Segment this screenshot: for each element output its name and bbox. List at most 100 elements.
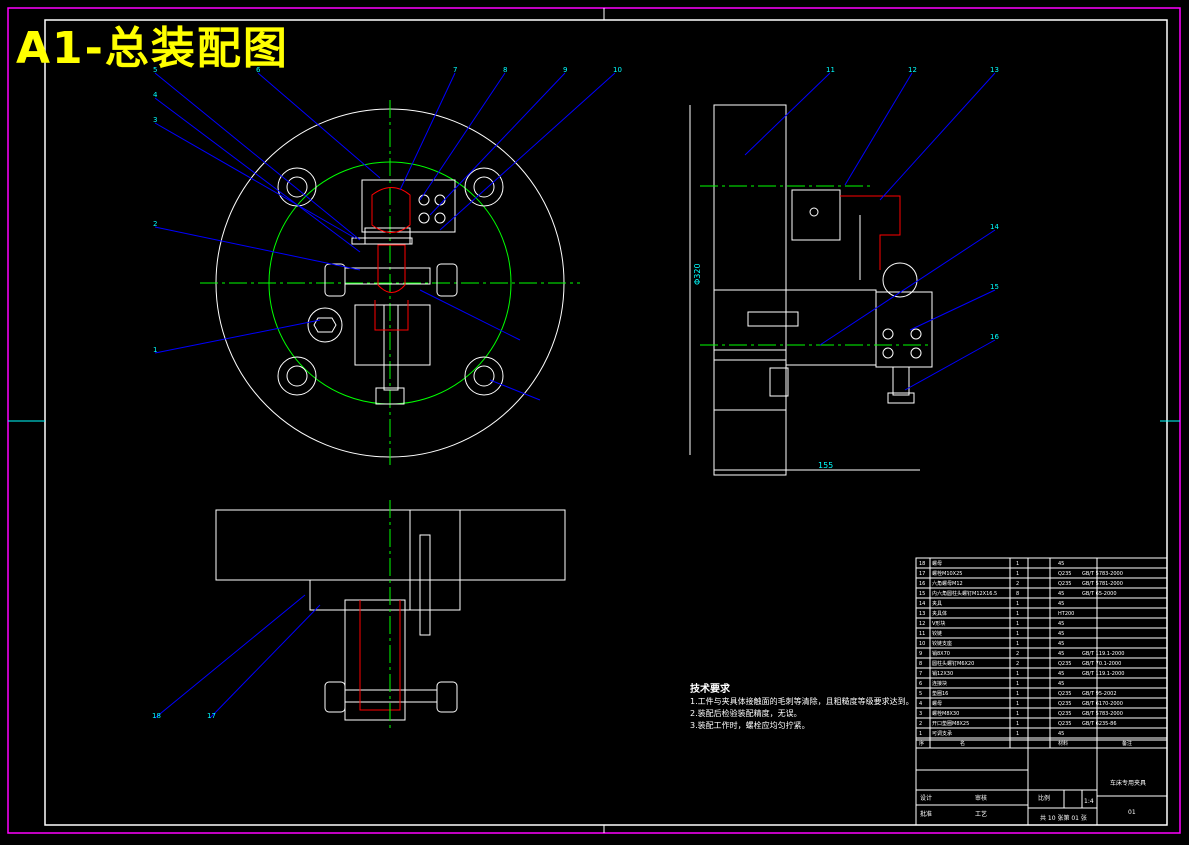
bom-cell-name: 螺栓M8X30 (932, 710, 959, 717)
callout-16: 16 (990, 333, 999, 341)
bom-cell-material: 45 (1058, 601, 1064, 607)
bom-cell-name: 螺母 (932, 560, 942, 567)
bom-cell-name: V形块 (932, 620, 945, 627)
bom-cell-no: 10 (919, 641, 925, 647)
bom-cell-name: 夹具 (932, 600, 942, 607)
callout-12: 12 (908, 66, 917, 74)
link-outline (374, 300, 409, 331)
scale-value: 1:4 (1084, 798, 1094, 805)
side-workpiece (882, 262, 918, 298)
bom-cell-name: 连接块 (932, 680, 947, 687)
bom-cell-qty: 2 (1016, 651, 1019, 657)
bom-cell-name: 螺母 (932, 700, 942, 707)
bom-cell-standard: GB/T 95-2002 (1082, 691, 1117, 697)
bottom-section (409, 509, 461, 611)
bom-cell-qty: 1 (1016, 611, 1019, 617)
clamp-assembly (324, 179, 458, 405)
bom-cell-qty: 2 (1016, 581, 1019, 587)
bom-cell-no: 7 (919, 671, 922, 677)
bom-header-no: 序 (919, 740, 924, 747)
bom-cell-no: 14 (919, 601, 925, 607)
bom-cell-standard: GB/T 119.1-2000 (1082, 651, 1124, 657)
bom-cell-material: Q235 (1058, 711, 1071, 717)
bom-cell-no: 17 (919, 571, 925, 577)
bom-cell-material: Q235 (1058, 721, 1071, 727)
bom-cell-qty: 1 (1016, 711, 1019, 717)
callout-18: 18 (152, 712, 161, 720)
bottom-view (154, 500, 566, 730)
bom-cell-material: Q235 (1058, 701, 1071, 707)
callout-10: 10 (613, 66, 622, 74)
bom-cell-material: HT200 (1058, 611, 1074, 617)
front-leaders (154, 72, 616, 401)
bom-cell-material: 45 (1058, 631, 1064, 637)
bom-cell-no: 3 (919, 711, 922, 717)
technical-requirements: 技术要求 1.工件与夹具体接触面的毛刺等清除，且粗糙度等级要求达到。 2.装配后… (690, 684, 914, 732)
bom-cell-name: 销12X30 (932, 670, 953, 677)
bom-cell-name: 可调支承 (932, 730, 952, 737)
bom-cell-material: 45 (1058, 731, 1064, 737)
side-section-1 (713, 289, 787, 351)
bom-cell-name: 销8X70 (932, 650, 950, 657)
bottom-nut-right (436, 681, 458, 713)
bom-cell-qty: 1 (1016, 631, 1019, 637)
bom-cell-material: 45 (1058, 651, 1064, 657)
side-block (785, 289, 877, 366)
checker-label: 审核 (975, 794, 987, 802)
callout-11: 11 (826, 66, 835, 74)
bom-cell-no: 8 (919, 661, 922, 667)
v-block-outline (371, 187, 411, 233)
bom-cell-qty: 1 (1016, 571, 1019, 577)
bom-cell-no: 18 (919, 561, 925, 567)
bom-cell-name: 螺栓M10X25 (932, 570, 962, 577)
bom-cell-name: 圆柱头螺钉M6X20 (932, 660, 974, 667)
bom-cell-name: 夹具体 (932, 610, 947, 617)
bottom-pin (344, 689, 438, 703)
drawing-number: 01 (1128, 809, 1136, 816)
side-support (892, 366, 910, 396)
bom-header-name: 名 (960, 740, 965, 747)
bom-cell-material: Q235 (1058, 661, 1071, 667)
bottom-screw (419, 534, 431, 636)
bom-header-standard: 备注 (1122, 740, 1132, 747)
tech-item: 2.装配后检验装配精度，无误。 (690, 709, 802, 718)
callout-3: 3 (153, 116, 157, 124)
bom-cell-material: 45 (1058, 681, 1064, 687)
bom-cell-name: 铰链支座 (932, 640, 952, 647)
bom-cell-qty: 1 (1016, 721, 1019, 727)
bom-cell-name: 开口垫圈M8X25 (932, 720, 969, 727)
process-label: 工艺 (975, 810, 987, 818)
bom-cell-no: 11 (919, 631, 925, 637)
bom-cell-no: 13 (919, 611, 925, 617)
bom-cell-no: 1 (919, 731, 922, 737)
sheet-info: 共 10 张第 01 张 (1040, 814, 1087, 822)
outer-border (7, 7, 1181, 834)
tech-heading: 技术要求 (690, 684, 730, 695)
bom-cell-no: 6 (919, 681, 922, 687)
callout-labels: 5 4 3 2 1 6 7 8 9 10 11 12 13 14 15 16 1… (152, 66, 999, 720)
title-block (915, 739, 1168, 826)
bom-cell-name: 垫圈16 (932, 690, 948, 697)
bom-cell-material: 45 (1058, 621, 1064, 627)
bom-cell-qty: 1 (1016, 731, 1019, 737)
side-bolt-holes (809, 207, 922, 359)
bom-cell-standard: GB/T 5783-2000 (1082, 571, 1123, 577)
bottom-nut-left (324, 681, 346, 713)
callout-7: 7 (453, 66, 457, 74)
callout-6: 6 (256, 66, 261, 74)
bom-cell-no: 2 (919, 721, 922, 727)
mount-holes (277, 167, 504, 396)
bom-cell-qty: 1 (1016, 691, 1019, 697)
bom-cell-no: 15 (919, 591, 925, 597)
bom-cell-material: 45 (1058, 561, 1064, 567)
bom-cell-qty: 1 (1016, 681, 1019, 687)
front-view (154, 72, 616, 465)
callout-1: 1 (153, 346, 157, 354)
title-block-text: 车床专用夹具 01 比例 1:4 共 10 张第 01 张 设计 审核 批准 工… (920, 779, 1146, 822)
bottom-red-outline (359, 600, 401, 711)
side-view: Φ320 155 (689, 72, 996, 476)
side-link-outline (840, 195, 901, 270)
bom-cell-standard: GB/T 65-2000 (1082, 591, 1117, 597)
